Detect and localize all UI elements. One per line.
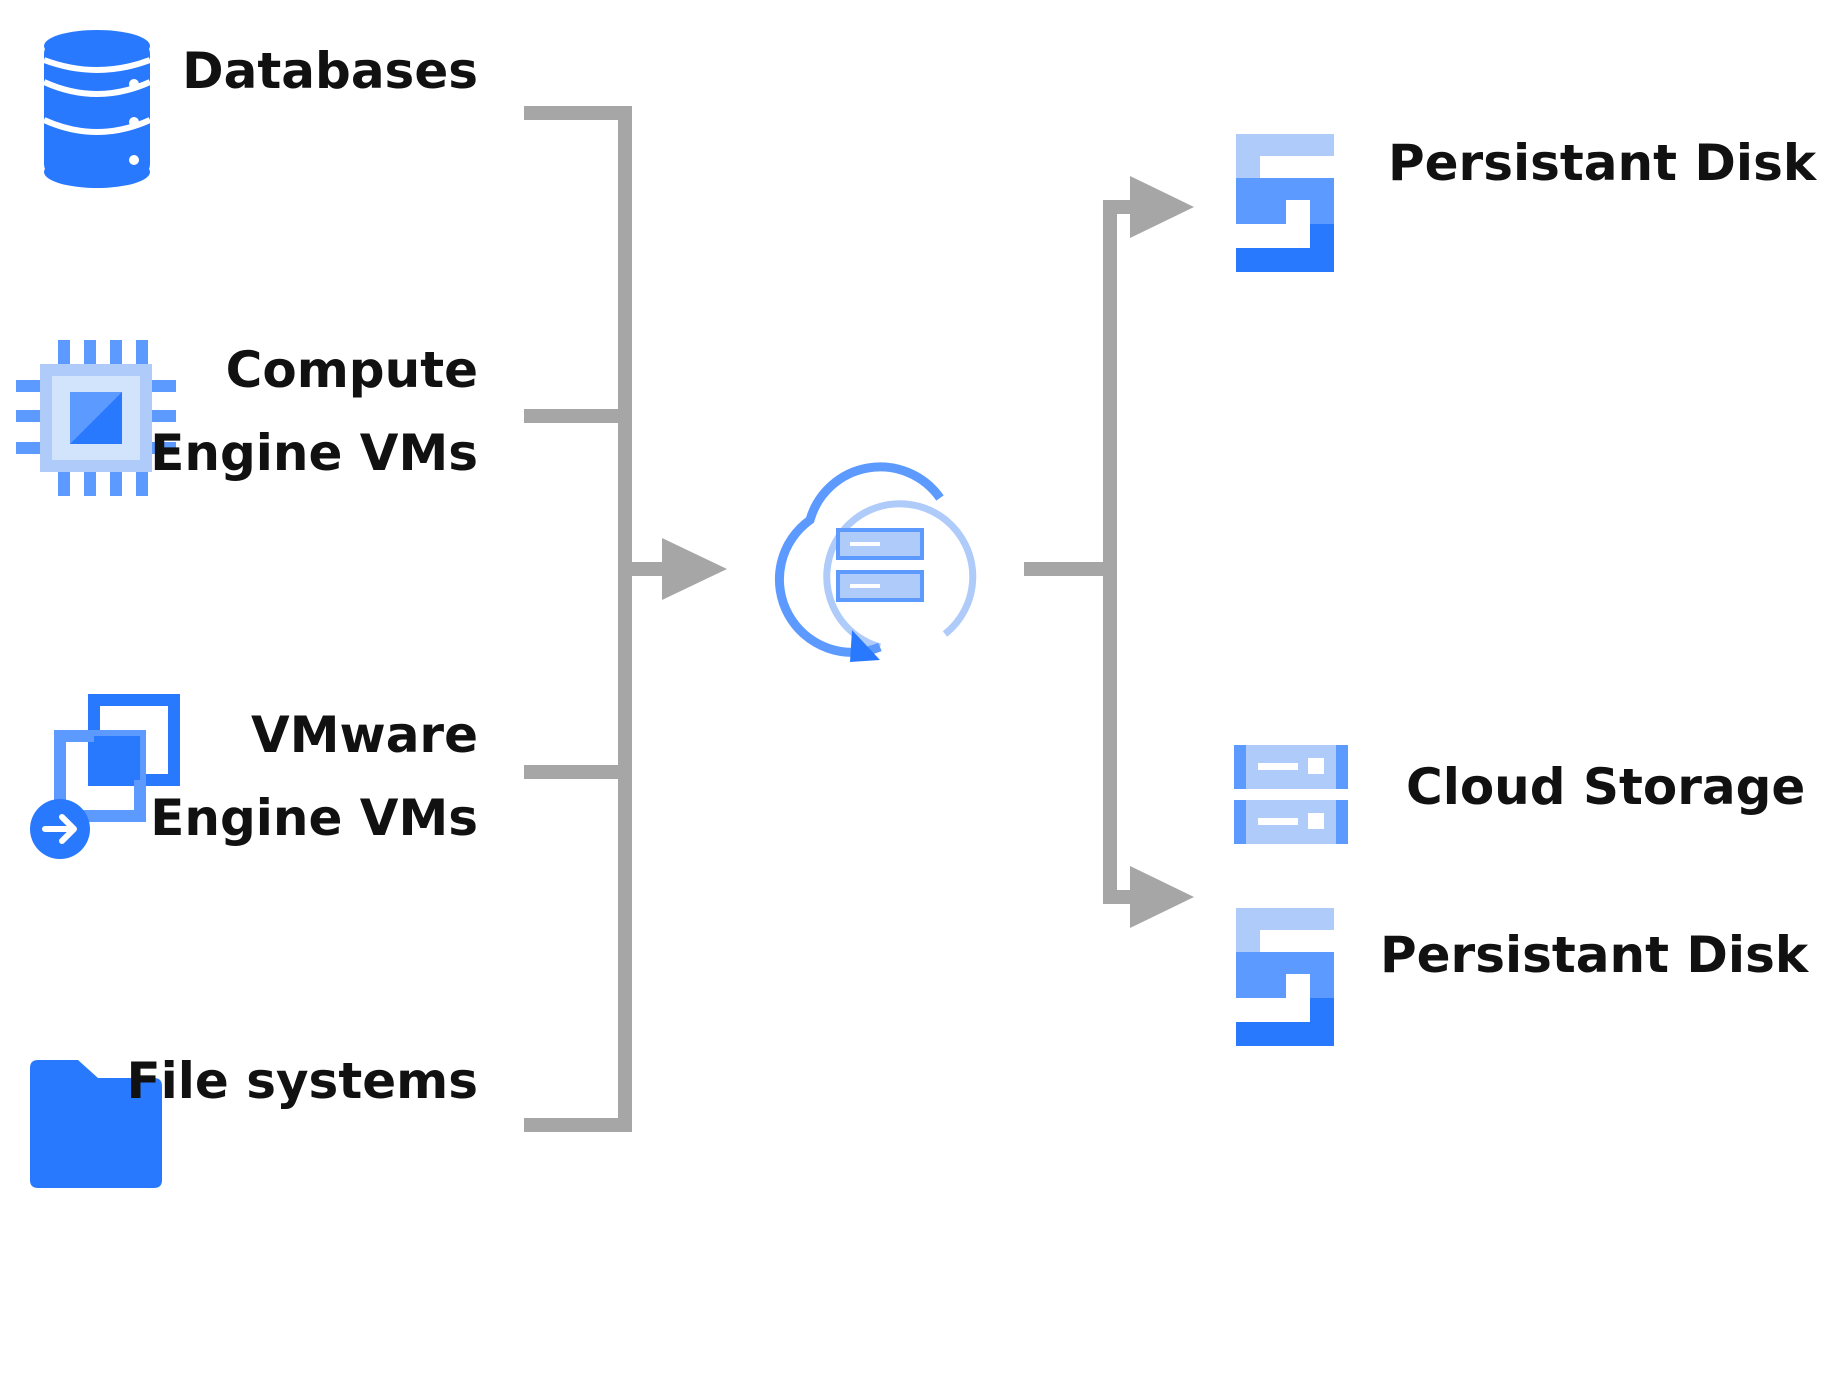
persistent-disk-icon xyxy=(1236,908,1334,1046)
source-label-compute-line1: Compute xyxy=(226,341,478,399)
persistent-disk-icon xyxy=(1236,134,1334,272)
source-label-vmware-line2: Engine VMs xyxy=(150,789,478,847)
source-label-file-systems: File systems xyxy=(126,1052,478,1110)
source-labels: Databases Compute Engine VMs VMware Engi… xyxy=(126,42,478,1110)
source-label-compute-line2: Engine VMs xyxy=(150,424,478,482)
destination-connector xyxy=(1024,176,1194,928)
arrow-to-service xyxy=(662,538,727,600)
source-label-vmware-line1: VMware xyxy=(251,706,478,764)
vmware-migrate-icon xyxy=(30,694,180,859)
folder-icon xyxy=(30,1060,162,1188)
database-icon xyxy=(42,30,152,188)
destination-label-persistent-disk-top: Persistant Disk xyxy=(1388,134,1818,192)
destination-label-persistent-disk-bottom: Persistant Disk xyxy=(1380,926,1810,984)
source-label-databases: Databases xyxy=(182,42,478,100)
destination-label-cloud-storage: Cloud Storage xyxy=(1406,758,1805,816)
compute-engine-chip-icon xyxy=(16,340,176,496)
arrow-to-storage-bottom xyxy=(1130,866,1194,928)
arrow-to-persistent-disk-top xyxy=(1130,176,1194,238)
cloud-storage-icon xyxy=(1234,745,1348,844)
destination-labels: Persistant Disk Cloud Storage Persistant… xyxy=(1380,134,1818,984)
source-bracket-connector xyxy=(524,106,727,1132)
backup-dr-service-icon xyxy=(774,462,977,662)
